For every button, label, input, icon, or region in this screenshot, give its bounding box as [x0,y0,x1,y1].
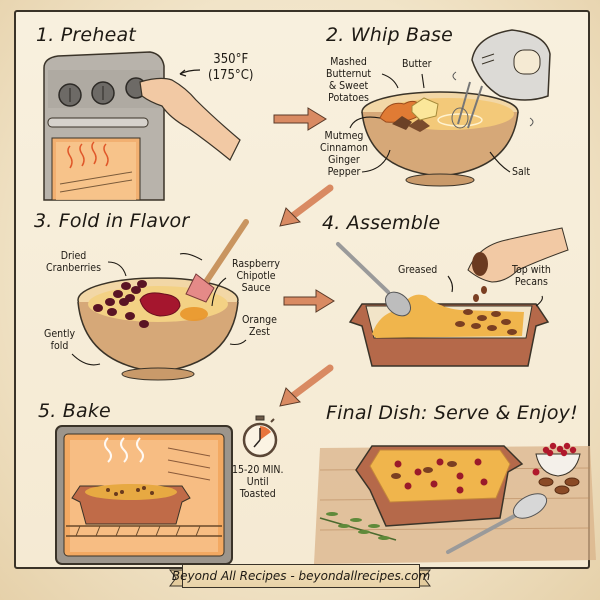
base-ingredients-label: Mashed Butternut & Sweet Potatoes [326,56,371,104]
temp-c: (175°C) [208,68,254,83]
final-dish-title: Final Dish: Serve & Enjoy! [326,402,578,424]
note-line: Until [246,476,269,488]
zest-label: Orange Zest [242,314,277,338]
step-4-title: 4. Assemble [322,212,441,234]
butter-label: Butter [402,58,432,70]
temp-f: 350°F [213,52,249,67]
note-line: Ginger [328,154,360,166]
greased-label: Greased [398,264,438,276]
note-line: Cinnamon [320,142,368,154]
note-line: Zest [248,326,270,338]
cranberries-label: Dried Cranberries [46,250,101,274]
note-line: Pecans [514,276,548,288]
bake-time-label: 15-20 MIN. Until Toasted [232,464,283,500]
pecans-label: Top with Pecans [512,264,551,288]
step-3-title: 3. Fold in Flavor [34,210,190,232]
note-line: Mashed [330,56,367,68]
note-line: fold [50,340,69,352]
note-line: Butternut [326,68,372,80]
salt-label: Salt [512,166,531,178]
note-line: Gently [44,328,76,340]
sauce-label: Raspberry Chipotle Sauce [232,258,280,294]
footer-text[interactable]: Beyond All Recipes - beyondallrecipes.co… [172,564,430,588]
footer-banner: Beyond All Recipes - beyondallrecipes.co… [168,562,432,590]
note-line: Sauce [241,282,271,294]
oven-preheat-illustration [43,51,241,201]
note-line: Top with [512,264,551,276]
note-line: & Sweet [328,80,369,92]
note-line: Orange [242,314,277,326]
note-line: Raspberry [232,258,281,270]
step-2-title: 2. Whip Base [326,24,454,46]
note-line: Chipotle [236,270,276,282]
note-line: Cranberries [46,262,102,274]
arrow-down-left-icon [279,184,334,227]
fold-label: Gently fold [44,328,75,352]
arrow-right-icon [283,289,335,313]
arrow-right-icon [273,107,327,131]
step-5-title: 5. Bake [38,400,111,422]
note-line: 15-20 MIN. [232,464,284,476]
final-dish-illustration [314,442,596,564]
step-1-title: 1. Preheat [36,24,136,46]
stopwatch-icon [242,415,278,458]
bake-oven-illustration [55,425,233,565]
note-line: Potatoes [328,92,369,104]
note-line: Mutmeg [324,130,364,142]
note-line: Toasted [239,488,276,500]
arrow-down-left-icon [279,364,334,407]
mixing-bowl-illustration [349,29,551,187]
assemble-dish-illustration [336,227,569,367]
spices-label: Mutmeg Cinnamon Ginger Pepper [320,130,368,178]
fold-bowl-illustration [71,219,249,381]
note-line: Dried [60,250,87,262]
temperature-label: 350°F (175°C) [208,52,253,84]
note-line: Pepper [327,166,361,178]
